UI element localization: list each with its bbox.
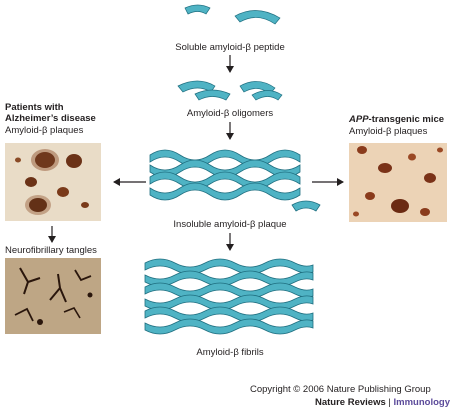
journal-separator: |	[388, 397, 391, 408]
patients-plaques-label: Amyloid-β plaques	[5, 125, 84, 136]
mice-heading: APP-transgenic mice	[349, 114, 444, 125]
tangles-micrograph	[5, 258, 101, 334]
soluble-peptide-strands	[184, 4, 281, 25]
patients-heading-line2: Alzheimer’s disease	[5, 113, 96, 124]
patients-heading-line1: Patients with	[5, 102, 64, 113]
mice-plaques-label: Amyloid-β plaques	[349, 126, 428, 137]
journal-name: Nature Reviews	[315, 397, 386, 408]
plaque-label: Insoluble amyloid-β plaque	[173, 219, 287, 230]
fibril-sheets	[144, 258, 314, 335]
plaque-ribbons	[149, 149, 321, 212]
mice-plaque-micrograph	[349, 143, 447, 222]
mice-heading-rest: -transgenic mice	[368, 114, 445, 125]
mice-heading-gene: APP	[349, 114, 369, 125]
fibrils-label: Amyloid-β fibrils	[196, 347, 264, 358]
oligomers-label: Amyloid-β oligomers	[186, 108, 274, 119]
soluble-peptide-label: Soluble amyloid-β peptide	[175, 42, 285, 53]
journal-subtitle: Immunology	[393, 397, 450, 408]
tangles-label: Neurofibrillary tangles	[5, 245, 97, 256]
copyright-text: Copyright © 2006 Nature Publishing Group	[250, 384, 431, 395]
oligomer-strands	[177, 80, 283, 101]
patient-plaque-micrograph	[5, 143, 101, 221]
journal-credit: Nature Reviews | Immunology	[315, 397, 450, 408]
